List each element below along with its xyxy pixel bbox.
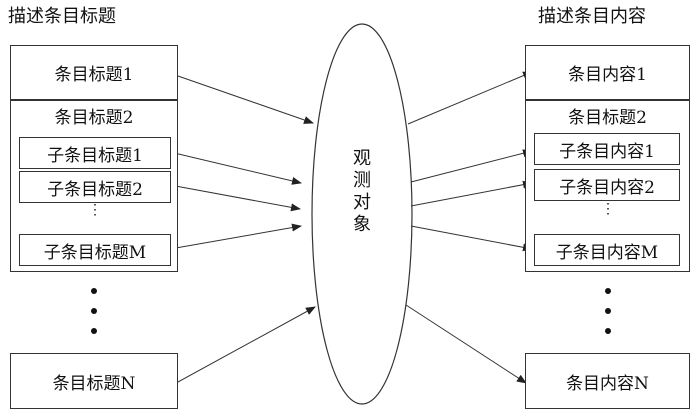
left-sub2-box: 子条目标题2	[19, 171, 171, 203]
arrow-left-itemN	[177, 306, 316, 383]
arrow-left-sub2	[169, 184, 301, 212]
left-sub-ellipsis: ⋮	[88, 202, 102, 218]
arrow-right-sub1	[410, 149, 533, 183]
left-dot-3	[91, 328, 97, 334]
arrow-right-item1	[407, 71, 533, 125]
arrow-left-subM	[169, 223, 302, 250]
left-sub1-box: 子条目标题1	[19, 137, 171, 169]
right-item2-label: 条目标题2	[568, 107, 647, 128]
arrow-left-sub1	[169, 151, 302, 185]
left-subM-box: 子条目标题M	[19, 234, 171, 266]
observed-object-label: 观 测 对 象	[350, 148, 374, 236]
observed-object-ellipse	[311, 23, 413, 405]
right-item1-label: 条目内容1	[568, 65, 647, 85]
left-heading: 描述条目标题	[8, 6, 116, 27]
left-item1-label: 条目标题1	[54, 65, 134, 85]
center-char-4: 象	[353, 214, 371, 235]
right-sub1-box: 子条目内容1	[534, 133, 680, 165]
right-dot-3	[605, 328, 611, 334]
right-itemN-label: 条目内容N	[566, 373, 649, 394]
arrow-right-sub2	[410, 180, 533, 207]
right-heading: 描述条目内容	[538, 6, 646, 27]
left-dot-2	[91, 308, 97, 314]
right-subM-box: 子条目内容M	[534, 234, 680, 266]
left-item2-box: 条目标题2 子条目标题1 子条目标题2 ⋮ 子条目标题M	[10, 100, 178, 272]
left-item1-box: 条目标题1	[10, 45, 178, 100]
center-char-3: 对	[353, 192, 371, 213]
right-dot-2	[605, 308, 611, 314]
left-itemN-label: 条目标题N	[52, 373, 136, 394]
right-sub2-box: 子条目内容2	[534, 169, 680, 201]
center-char-2: 测	[353, 170, 371, 191]
right-dot-1	[605, 288, 611, 294]
left-dot-1	[91, 288, 97, 294]
right-sub-ellipsis: ⋮	[601, 201, 615, 217]
arrow-right-itemN	[405, 304, 527, 384]
right-item1-box: 条目内容1	[525, 45, 690, 100]
left-item2-label: 条目标题2	[54, 107, 134, 128]
arrow-left-item1	[177, 75, 314, 124]
right-itemN-box: 条目内容N	[525, 353, 690, 409]
right-item2-box: 条目标题2 子条目内容1 子条目内容2 ⋮ 子条目内容M	[525, 100, 690, 272]
arrow-right-subM	[410, 225, 533, 252]
center-char-1: 观	[353, 148, 371, 169]
left-itemN-box: 条目标题N	[10, 353, 178, 409]
